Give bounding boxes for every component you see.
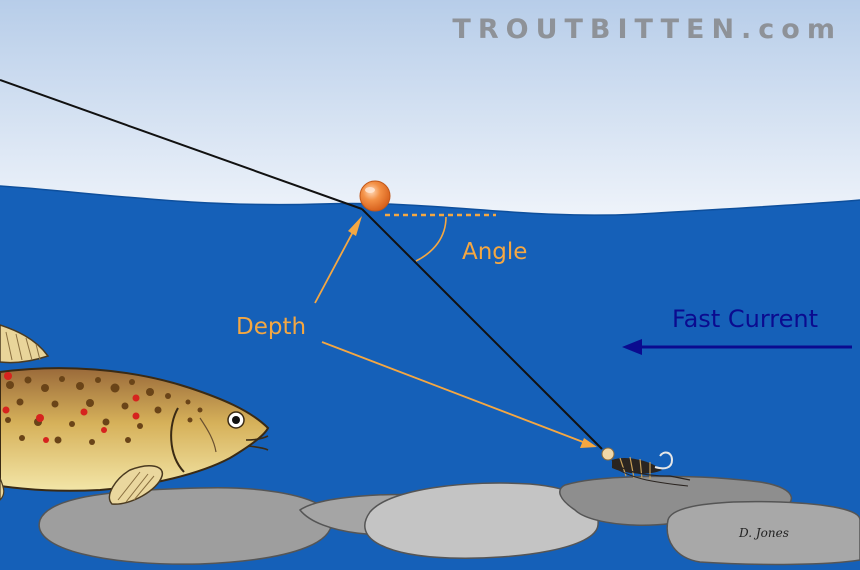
bead-head — [601, 447, 615, 461]
depth-label: Depth — [236, 314, 307, 340]
brown-trout-icon — [0, 324, 270, 505]
current-arrow — [622, 339, 852, 355]
water-surface-line — [0, 185, 860, 216]
depth-arrow-up — [314, 216, 362, 304]
rock — [364, 482, 599, 559]
sky — [0, 0, 860, 215]
rock — [38, 486, 333, 565]
river-bottom-rocks — [38, 475, 860, 566]
current-label: Fast Current — [672, 305, 818, 333]
strike-indicator-icon — [359, 180, 391, 212]
angle-arc — [415, 216, 447, 262]
tippet-line — [361, 208, 603, 450]
fly-line — [0, 79, 363, 210]
watermark-text: TROUTBITTEN.com — [452, 14, 842, 45]
depth-arrow-down — [321, 341, 597, 448]
angle-label: Angle — [462, 239, 528, 265]
artist-signature: D. Jones — [739, 526, 789, 540]
nymph-fly-icon — [601, 447, 691, 487]
rock — [666, 500, 860, 566]
